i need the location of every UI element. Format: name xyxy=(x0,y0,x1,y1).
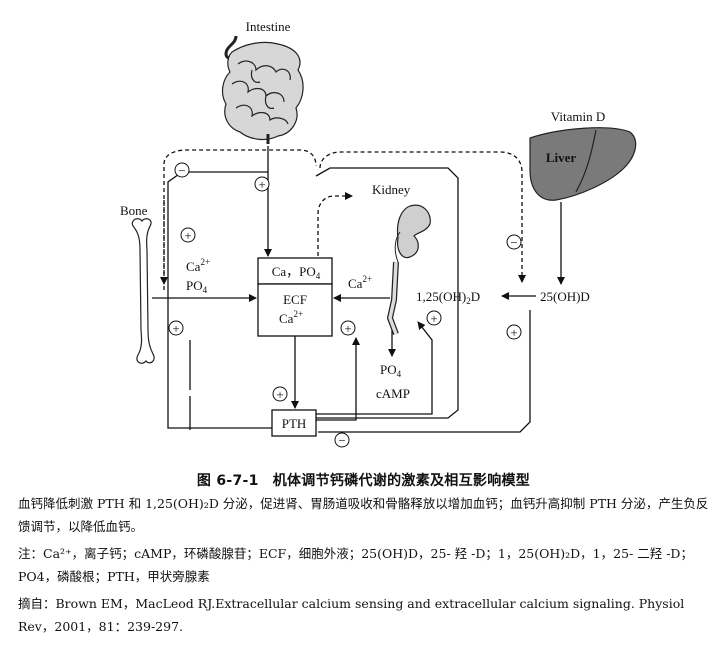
pth-label: PTH xyxy=(282,416,307,431)
intestine-label: Intestine xyxy=(246,19,291,34)
solid-pathways xyxy=(152,146,565,433)
ca-po4-box xyxy=(257,257,333,285)
minus-marker-vitd: − xyxy=(506,234,522,250)
svg-text:+: + xyxy=(258,177,265,192)
svg-text:+: + xyxy=(184,228,191,243)
camp-label: cAMP xyxy=(376,386,410,401)
svg-text:−: − xyxy=(178,163,185,178)
kidney-ca-label: Ca2+ xyxy=(348,274,372,291)
minus-marker-pth-bottom: − xyxy=(334,432,350,448)
svg-text:+: + xyxy=(510,325,517,340)
bone-label: Bone xyxy=(120,203,148,218)
svg-text:+: + xyxy=(344,321,351,336)
figure-number: 图 6-7-1 xyxy=(196,473,259,489)
caption-note: 注：Ca²⁺，离子钙；cAMP，环磷酸腺苷；ECF，细胞外液；25(OH)D，2… xyxy=(18,546,693,584)
dashed-pathways xyxy=(160,149,526,290)
pth-box xyxy=(271,409,317,437)
figure-title-text: 机体调节钙磷代谢的激素及相互影响模型 xyxy=(272,473,531,489)
plus-marker-kidney-ca: + xyxy=(340,320,356,336)
active-vitamin-d-label: 1,25(OH)2D xyxy=(416,289,480,306)
minus-marker-top-left: − xyxy=(174,162,190,178)
ecf-ca-label: Ca2+ xyxy=(279,309,303,326)
plus-marker-intestine: + xyxy=(254,176,270,192)
vitamin-d-label: Vitamin D xyxy=(551,109,605,124)
svg-text:−: − xyxy=(338,433,345,448)
liver-label: Liver xyxy=(546,150,577,165)
caption-description: 血钙降低刺激 PTH 和 1,25(OH)₂D 分泌，促进肾、胃肠道吸收和骨骼释… xyxy=(18,496,709,534)
plus-marker-kidney-loop: + xyxy=(426,310,442,326)
vitamin-d-25-label: 25(OH)D xyxy=(540,289,590,304)
plus-marker-bone-upper: + xyxy=(180,227,196,243)
liver-illustration xyxy=(529,127,637,201)
calcium-phosphate-regulation-diagram: Intestine Vitamin D Liver Kidney Bone Ca… xyxy=(120,19,637,448)
plus-marker-bone-lower: + xyxy=(168,320,184,336)
svg-text:+: + xyxy=(430,311,437,326)
kidney-illustration xyxy=(386,204,431,336)
bone-po4-label: PO4 xyxy=(186,278,208,295)
intestine-illustration xyxy=(221,35,304,144)
ecf-label: ECF xyxy=(283,292,307,307)
caption-source: 摘自：Brown EM，MacLeod RJ.Extracellular cal… xyxy=(18,596,685,634)
plus-marker-vitd-right: + xyxy=(506,324,522,340)
kidney-label: Kidney xyxy=(372,182,411,197)
plus-marker-pth: + xyxy=(272,386,288,402)
svg-text:+: + xyxy=(276,387,283,402)
bone-ca-label: Ca2+ xyxy=(186,257,210,274)
figure-title: 图 6-7-1 机体调节钙磷代谢的激素及相互影响模型 xyxy=(0,470,727,490)
svg-text:−: − xyxy=(510,235,517,250)
svg-text:+: + xyxy=(172,321,179,336)
svg-text:Ca，PO4: Ca，PO4 xyxy=(272,264,321,281)
bone-illustration xyxy=(131,218,155,364)
ecf-box xyxy=(257,283,333,337)
kidney-po4-label: PO4 xyxy=(380,362,402,379)
regulation-markers: + − + + + + + − − + xyxy=(168,162,522,448)
